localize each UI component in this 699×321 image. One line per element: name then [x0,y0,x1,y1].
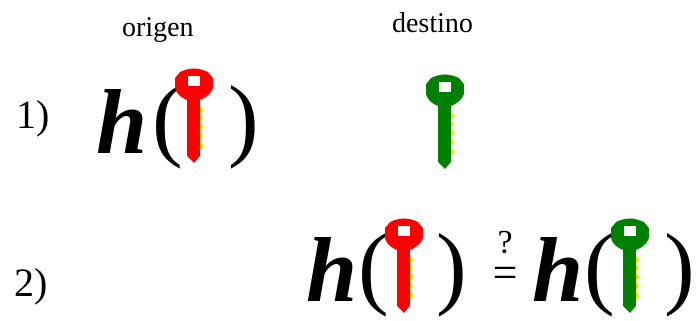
open-paren-2b: ( [584,215,615,317]
red-key-icon [172,66,216,164]
step-2-label: 2) [14,260,48,305]
close-paren-1: ) [228,67,259,169]
close-paren-2a: ) [436,215,467,317]
question-mark: ? [497,224,513,261]
close-paren-2b: ) [664,215,695,317]
green-key-icon [608,216,652,314]
hash-function-1: h [96,71,148,173]
hash-function-2a: h [306,219,358,321]
equality-question: ? = [487,224,523,297]
equals-sign: = [492,248,518,297]
destination-header: destino [392,8,473,39]
origin-header: origen [122,12,194,43]
hash-function-2b: h [532,219,584,321]
red-key-icon [382,216,426,314]
step-1-label: 1) [16,92,50,137]
open-paren-2a: ( [358,215,389,317]
green-key-icon [423,72,467,170]
